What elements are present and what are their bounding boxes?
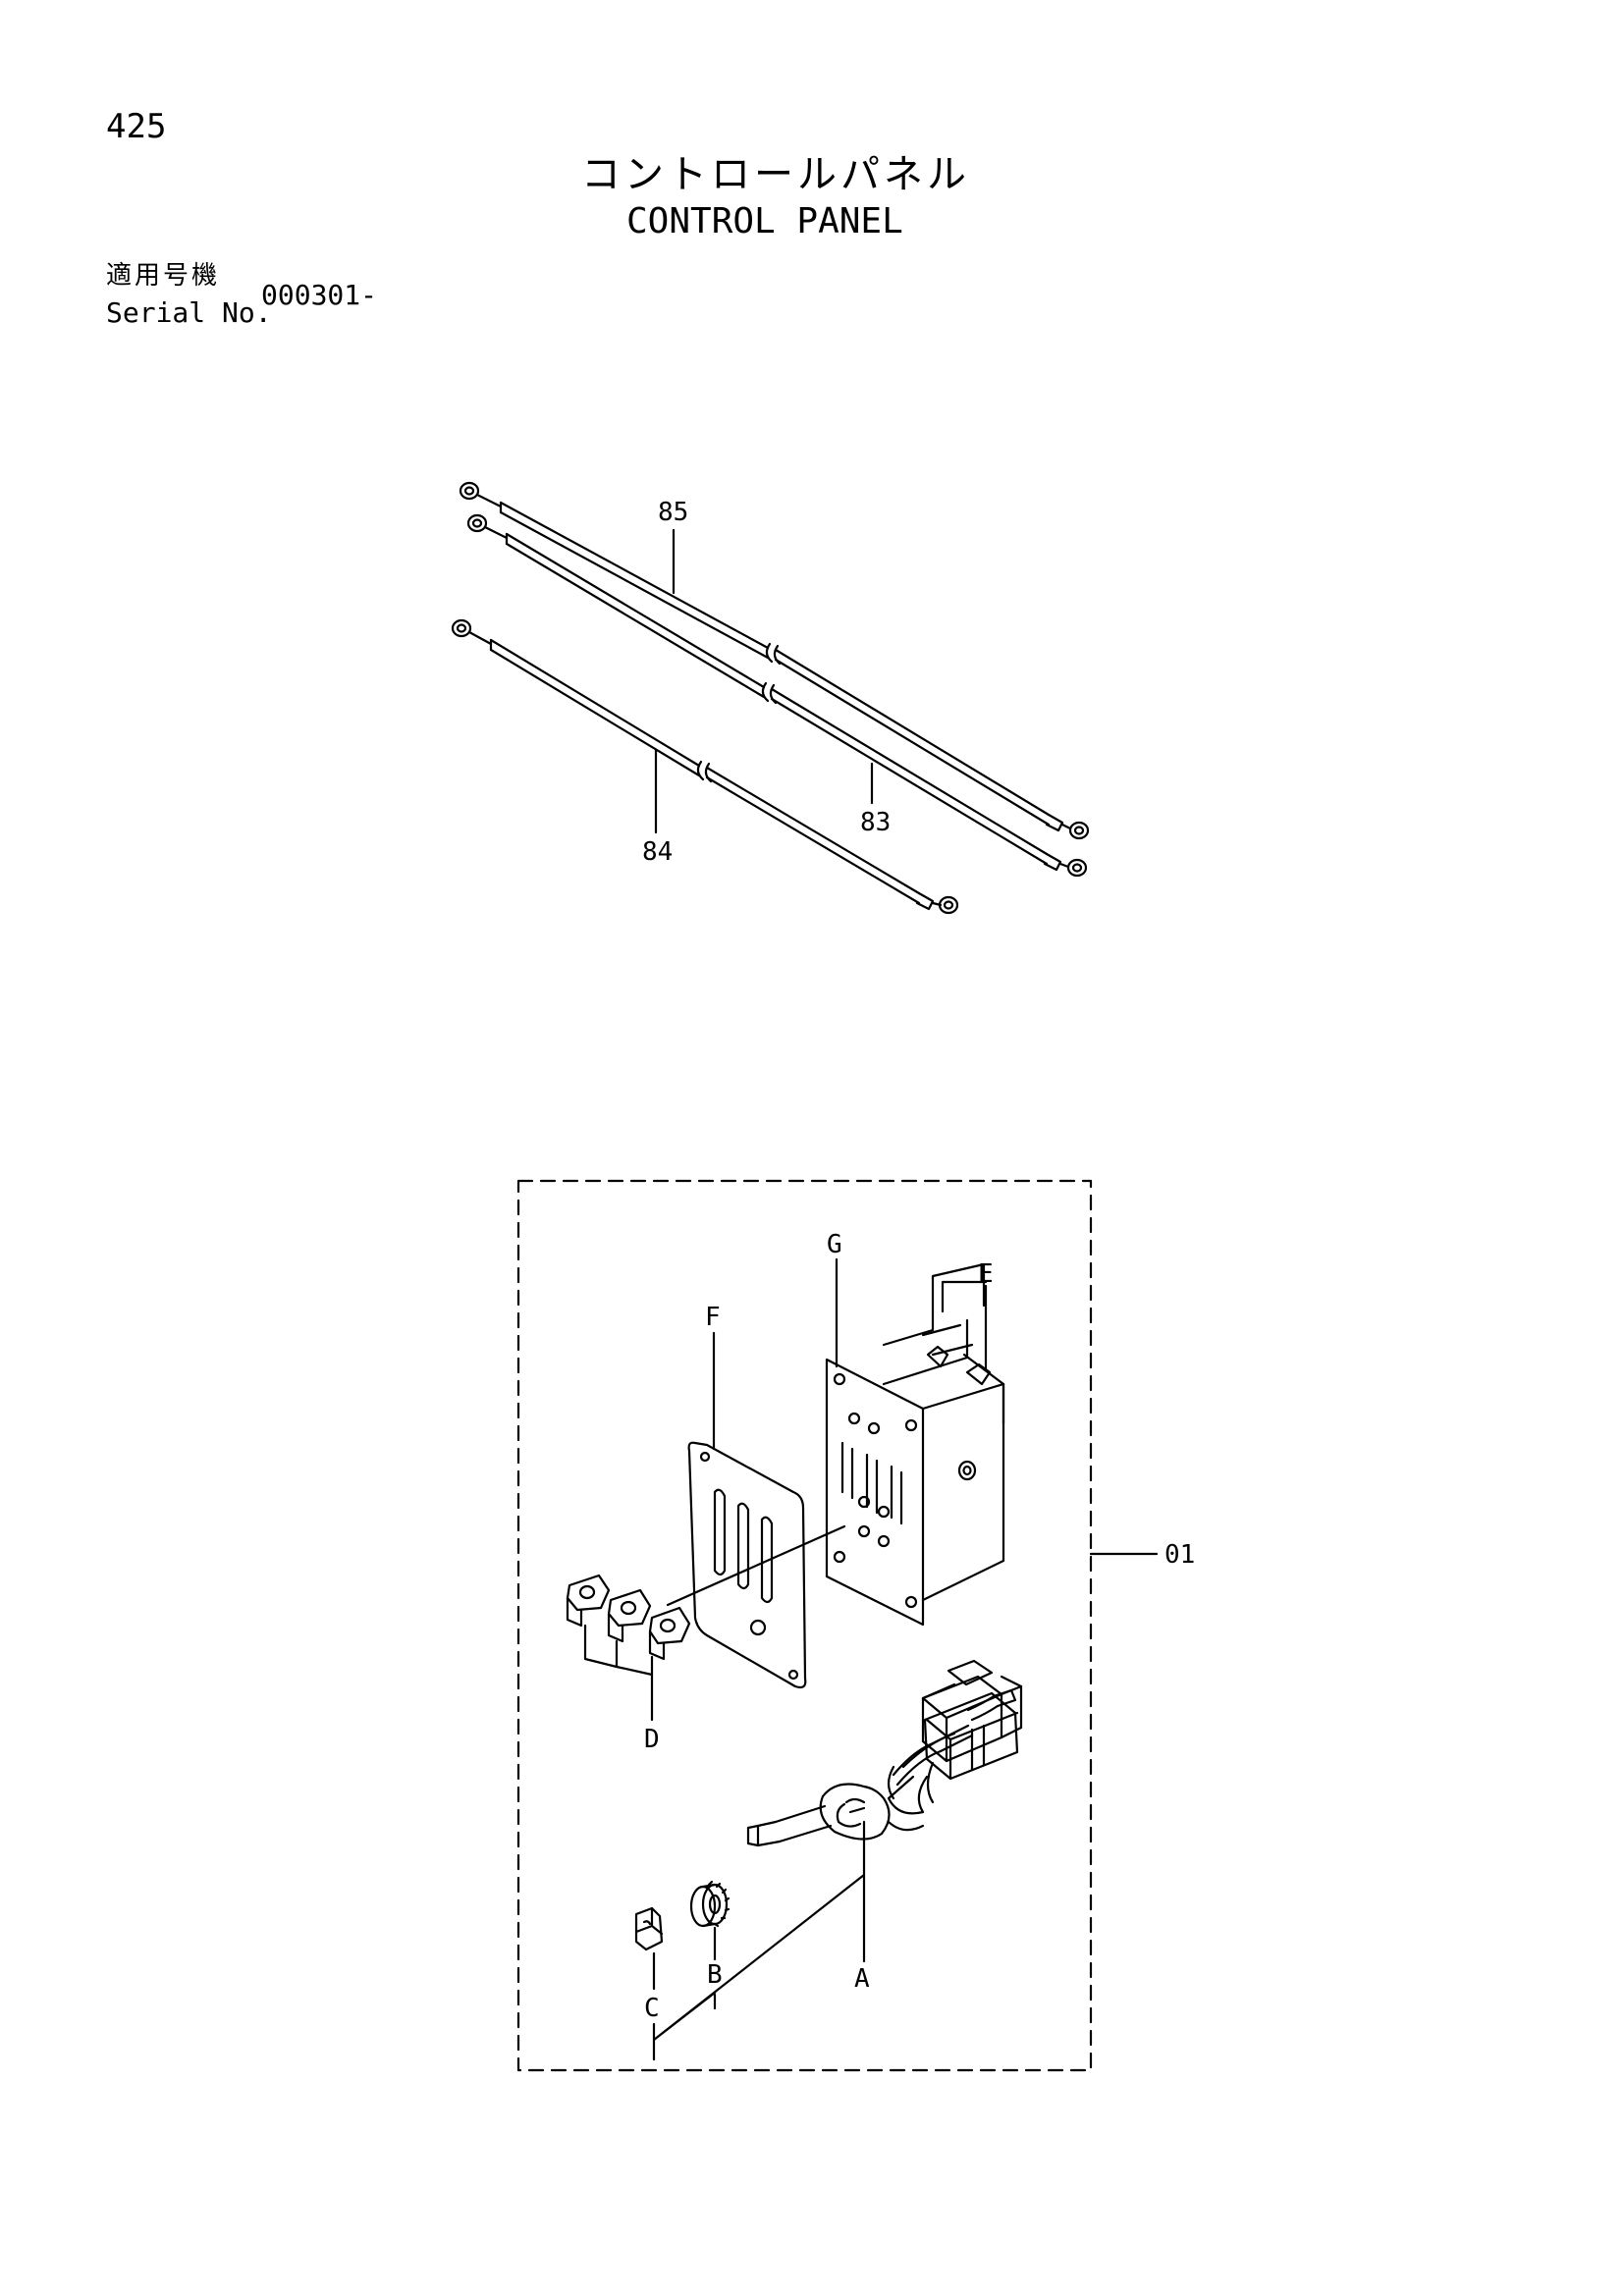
part-c-knob — [634, 1906, 664, 1951]
callout-b: B — [707, 1960, 723, 1990]
part-f-plate — [687, 1441, 807, 1689]
page-title-japanese: コントロールパネル — [581, 152, 970, 197]
part-g-switch-body — [825, 1262, 1005, 1627]
assembly-boundary — [516, 1179, 1093, 2072]
serial-number-label: Serial No. — [106, 296, 272, 329]
part-b-nut — [689, 1880, 731, 1928]
callout-d: D — [644, 1725, 660, 1754]
callout-a: A — [854, 1964, 870, 1994]
leader-d — [583, 1624, 654, 1722]
cable-83 — [466, 513, 1088, 878]
callout-85: 85 — [658, 498, 688, 527]
callout-f: F — [705, 1303, 721, 1332]
callout-01: 01 — [1164, 1540, 1195, 1570]
leader-e — [941, 1280, 988, 1372]
serial-number-value: 000301- — [261, 279, 378, 311]
leader-abc — [652, 1820, 866, 2061]
callout-e: E — [978, 1259, 994, 1289]
callout-84: 84 — [642, 837, 673, 867]
part-a-connector — [921, 1659, 1023, 1763]
alignment-line — [666, 1524, 846, 1607]
cable-85 — [459, 481, 1090, 840]
cable-84 — [451, 618, 959, 915]
part-d-knobs — [566, 1574, 691, 1661]
callout-g: G — [827, 1230, 842, 1259]
page-title: CONTROL PANEL — [626, 201, 903, 241]
callout-c: C — [644, 1994, 660, 2023]
page-number: 425 — [106, 107, 167, 146]
part-a-switch — [746, 1691, 1019, 1847]
applicable-model-label: 適用号機 — [106, 261, 221, 291]
callout-83: 83 — [860, 808, 891, 837]
